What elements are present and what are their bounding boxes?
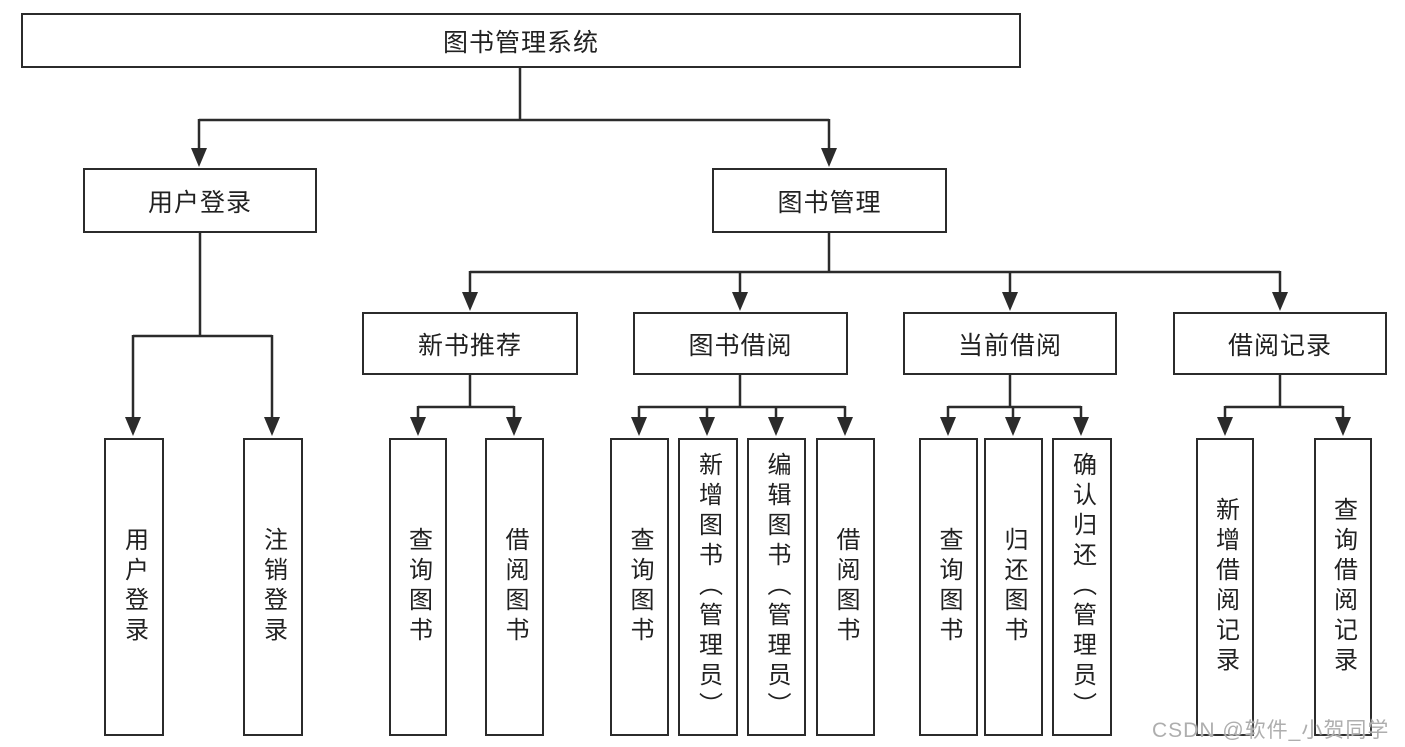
leaf-add-borrow-record: 新增借阅记录 — [1196, 438, 1254, 736]
node-book-management: 图书管理 — [712, 168, 947, 233]
leaf-logout: 注销登录 — [243, 438, 303, 736]
leaf-user-login: 用户登录 — [104, 438, 164, 736]
node-current-borrowing: 当前借阅 — [903, 312, 1117, 375]
leaf-borrow-query-books: 查询图书 — [610, 438, 669, 736]
leaf-newbook-query-books: 查询图书 — [389, 438, 447, 736]
connector-mgmt-to-level3 — [468, 233, 1282, 298]
leaf-borrow-books: 借阅图书 — [816, 438, 875, 736]
connector-records-to-leaves — [1223, 374, 1345, 424]
connector-current-to-leaves — [946, 374, 1083, 424]
connector-newbook-to-leaves — [416, 374, 516, 424]
node-borrowing-records: 借阅记录 — [1173, 312, 1387, 375]
connector-borrow-to-leaves — [637, 374, 847, 424]
leaf-current-query-books: 查询图书 — [919, 438, 978, 736]
arrowheads — [125, 148, 1351, 436]
leaf-return-books: 归还图书 — [984, 438, 1043, 736]
connector-root-to-level2 — [197, 68, 831, 152]
leaf-confirm-return-admin: 确认归还（管理员） — [1052, 438, 1112, 736]
node-library-management-system: 图书管理系统 — [21, 13, 1021, 68]
leaf-newbook-borrow-books: 借阅图书 — [485, 438, 544, 736]
node-new-book-recommend: 新书推荐 — [362, 312, 578, 375]
leaf-query-borrow-record: 查询借阅记录 — [1314, 438, 1372, 736]
leaf-add-books-admin: 新增图书（管理员） — [678, 438, 738, 736]
connector-login-to-leaves — [131, 233, 274, 424]
node-user-login: 用户登录 — [83, 168, 317, 233]
csdn-watermark: CSDN @软件_小贺同学 — [1152, 719, 1390, 742]
node-book-borrowing: 图书借阅 — [633, 312, 848, 375]
leaf-edit-books-admin: 编辑图书（管理员） — [747, 438, 806, 736]
